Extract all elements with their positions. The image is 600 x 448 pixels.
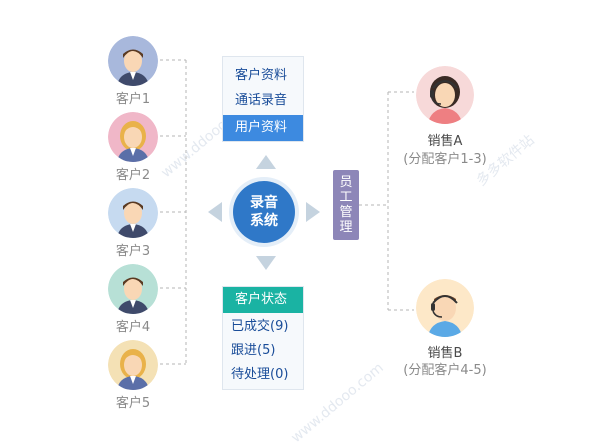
card-row-call-recording[interactable]: 通话录音 — [235, 93, 288, 108]
female-user-icon — [108, 340, 158, 390]
arrow-right-icon — [306, 202, 320, 222]
card-row-customer-profile[interactable]: 客户资料 — [235, 68, 288, 83]
customer-label: 客户2 — [115, 168, 151, 183]
status-row-closed[interactable]: 已成交(9) — [231, 319, 289, 334]
arrow-down-icon — [256, 256, 276, 270]
agent-b-assignment: (分配客户4-5) — [403, 363, 487, 378]
customer-info-card: 客户资料 通话录音 用户资料 — [222, 56, 304, 142]
arrow-up-icon — [256, 155, 276, 169]
male-user-icon — [108, 188, 158, 238]
headset-agent-female-icon — [416, 66, 474, 124]
staff-char: 员 — [339, 175, 353, 190]
agent-b-name: 销售B — [427, 346, 463, 361]
staff-char: 工 — [339, 190, 353, 205]
status-row-follow-up[interactable]: 跟进(5) — [231, 343, 276, 358]
customer-avatar[interactable] — [108, 112, 158, 162]
customer-label: 客户1 — [115, 92, 151, 107]
customer-avatar[interactable] — [108, 36, 158, 86]
staff-char: 管 — [339, 205, 353, 220]
headset-agent-male-icon — [416, 279, 474, 337]
customer-avatar[interactable] — [108, 340, 158, 390]
customer-avatar[interactable] — [108, 264, 158, 314]
recording-system-hub[interactable]: 录音 系统 — [233, 181, 295, 243]
customer-label: 客户5 — [115, 396, 151, 411]
agent-a-avatar[interactable] — [416, 66, 474, 124]
staff-management-box[interactable]: 员 工 管 理 — [333, 170, 359, 240]
male-user-icon — [108, 264, 158, 314]
female-user-icon — [108, 112, 158, 162]
card-head-customer-status[interactable]: 客户状态 — [223, 287, 303, 313]
status-row-pending[interactable]: 待处理(0) — [231, 367, 289, 382]
hub-label-line2: 系统 — [250, 213, 278, 229]
card-row-user-profile[interactable]: 用户资料 — [223, 115, 303, 141]
customer-label: 客户4 — [115, 320, 151, 335]
agent-a-assignment: (分配客户1-3) — [403, 152, 487, 167]
staff-char: 理 — [339, 220, 353, 235]
arrow-left-icon — [208, 202, 222, 222]
customer-status-card: 客户状态 已成交(9) 跟进(5) 待处理(0) — [222, 286, 304, 390]
agent-b-avatar[interactable] — [416, 279, 474, 337]
hub-label-line1: 录音 — [250, 195, 278, 211]
agent-a-name: 销售A — [427, 134, 463, 149]
customer-avatar[interactable] — [108, 188, 158, 238]
customer-label: 客户3 — [115, 244, 151, 259]
male-user-icon — [108, 36, 158, 86]
